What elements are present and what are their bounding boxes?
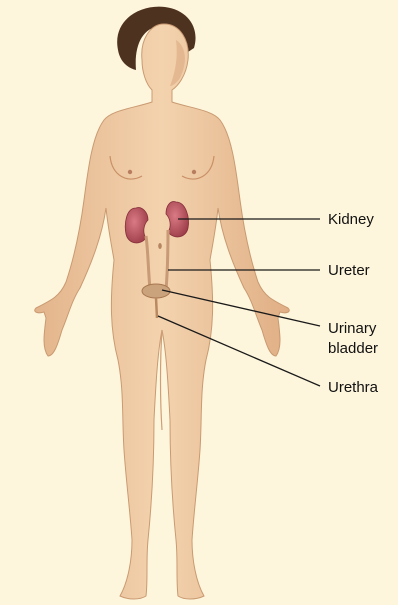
navel: [158, 243, 162, 249]
urethra-label: Urethra: [328, 379, 378, 397]
nipple-right: [192, 170, 196, 174]
urethra: [156, 298, 157, 318]
left-kidney: [125, 208, 148, 243]
nipple-left: [128, 170, 132, 174]
leg-gap: [161, 330, 163, 430]
urinary-bladder-label-line2: bladder: [328, 340, 378, 358]
kidney-label: Kidney: [328, 211, 374, 229]
body-silhouette: [35, 24, 290, 599]
urinary-bladder-label-line1: Urinary: [328, 320, 376, 338]
ureter-label: Ureter: [328, 262, 370, 280]
